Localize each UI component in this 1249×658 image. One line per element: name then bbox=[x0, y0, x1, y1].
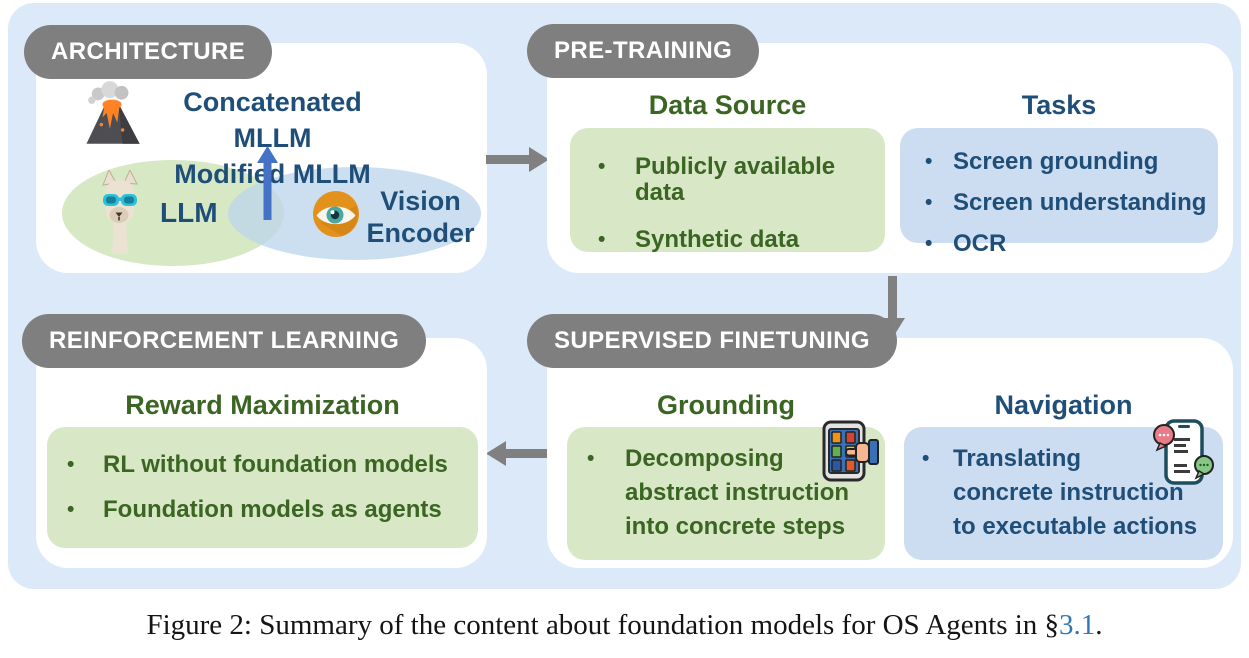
chat-phone-icon bbox=[1153, 419, 1214, 485]
up-arrow-icon bbox=[257, 146, 278, 220]
list-item: Screen grounding bbox=[900, 145, 1218, 178]
list-item-label: OCR bbox=[953, 230, 1007, 257]
list-item-label: Screen understanding bbox=[953, 189, 1207, 216]
navigation-heading: Navigation bbox=[994, 390, 1133, 420]
vision-encoder-label: Vision Encoder bbox=[363, 185, 478, 249]
list-item: Decomposing abstract instruction into co… bbox=[567, 442, 885, 544]
figure-caption: Figure 2: Summary of the content about f… bbox=[0, 609, 1249, 642]
volcano-icon bbox=[86, 81, 140, 144]
list-item: Translating concrete instruction to exec… bbox=[904, 442, 1223, 544]
mllm-title: Concatenated MLLM Modified MLLM bbox=[150, 84, 395, 192]
llama-icon bbox=[102, 170, 138, 254]
reinforcement-learning-tag-pill: REINFORCEMENT LEARNING bbox=[22, 314, 427, 368]
data-source-box: Publicly available data Synthetic data bbox=[570, 128, 885, 253]
arrow-left-icon bbox=[486, 441, 549, 466]
mllm-title-line2: Modified MLLM bbox=[174, 159, 371, 189]
list-item-line: to executable actions bbox=[953, 513, 1198, 540]
list-item: OCR bbox=[900, 227, 1218, 260]
grounding-box: Decomposing abstract instruction into co… bbox=[567, 427, 885, 560]
vision-encoder-eye-icon bbox=[313, 191, 359, 237]
llm-label: LLM bbox=[160, 197, 218, 228]
supervised-finetuning-tag-pill: SUPERVISED FINETUNING bbox=[527, 314, 898, 368]
mllm-title-line1: Concatenated MLLM bbox=[183, 87, 362, 153]
vision-label-line1: Vision bbox=[380, 186, 461, 216]
tap-phone-icon bbox=[822, 420, 879, 482]
architecture-tag-pill: ARCHITECTURE bbox=[24, 25, 273, 79]
list-item: Synthetic data bbox=[570, 227, 885, 253]
list-item: Foundation models as agents bbox=[47, 497, 478, 523]
caption-section-link[interactable]: 3.1 bbox=[1059, 609, 1096, 641]
data-source-heading: Data Source bbox=[648, 90, 807, 120]
list-item-label: Synthetic data bbox=[635, 226, 800, 253]
list-item-label: Publicly available data bbox=[635, 153, 836, 206]
caption-period: . bbox=[1095, 609, 1103, 641]
pretraining-tag-pill: PRE-TRAINING bbox=[527, 24, 760, 78]
list-item-label: Translating concrete instruction to exec… bbox=[953, 442, 1197, 544]
grounding-heading: Grounding bbox=[657, 390, 795, 420]
caption-text: Figure 2: Summary of the content about f… bbox=[146, 609, 1060, 641]
arrow-right-icon bbox=[486, 147, 549, 172]
list-item-label: Foundation models as agents bbox=[103, 496, 442, 523]
list-item-line: into concrete steps bbox=[625, 513, 846, 540]
list-item-label: Decomposing abstract instruction into co… bbox=[625, 442, 849, 544]
reward-maximization-box: RL without foundation models Foundation … bbox=[47, 427, 478, 548]
list-item: Screen understanding bbox=[900, 186, 1218, 219]
list-item-line: Decomposing bbox=[625, 445, 784, 472]
list-item-label: RL without foundation models bbox=[103, 451, 448, 478]
tasks-box: Screen grounding Screen understanding OC… bbox=[900, 128, 1218, 257]
list-item-line: concrete instruction bbox=[953, 479, 1184, 506]
vision-label-line2: Encoder bbox=[366, 218, 475, 248]
list-item: Publicly available data bbox=[570, 154, 885, 206]
list-item: RL without foundation models bbox=[47, 452, 478, 478]
list-item-line: Translating bbox=[953, 445, 1082, 472]
list-item-line: abstract instruction bbox=[625, 479, 850, 506]
tasks-heading: Tasks bbox=[1021, 90, 1097, 120]
reward-maximization-heading: Reward Maximization bbox=[125, 390, 400, 420]
list-item-label: Screen grounding bbox=[953, 148, 1159, 175]
